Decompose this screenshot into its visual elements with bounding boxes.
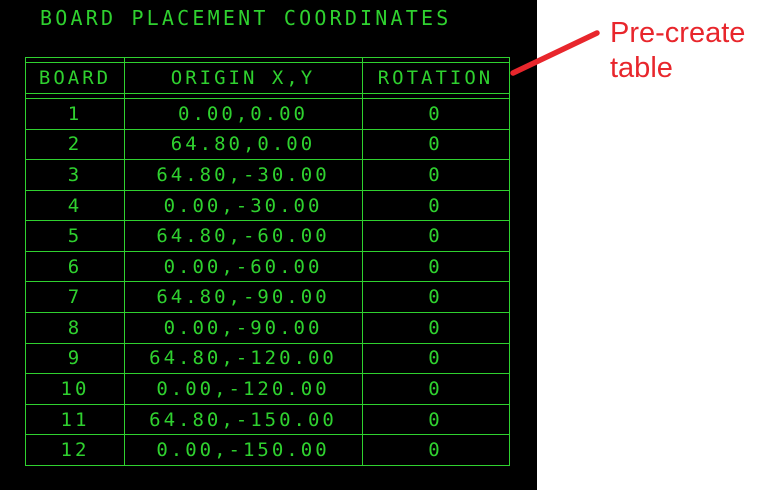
cell-rotation: 0 bbox=[428, 225, 443, 248]
cell-origin: 0.00,-120.00 bbox=[156, 377, 330, 400]
table-row: 6 0.00,-60.00 0 bbox=[26, 252, 509, 283]
cell-rotation: 0 bbox=[428, 163, 443, 186]
cell-board: 4 bbox=[67, 194, 83, 217]
table-row: 4 0.00,-30.00 0 bbox=[26, 191, 509, 222]
cell-rotation: 0 bbox=[428, 255, 443, 278]
header-rotation: ROTATION bbox=[377, 67, 494, 89]
cell-rotation: 0 bbox=[428, 439, 443, 462]
column-divider-1 bbox=[124, 58, 125, 465]
cad-viewport: BOARD PLACEMENT COORDINATES BOARD ORIGIN… bbox=[0, 0, 537, 490]
header-origin-xy: ORIGIN X,Y bbox=[170, 67, 316, 89]
cell-board: 8 bbox=[67, 316, 83, 339]
cell-board: 6 bbox=[67, 255, 83, 278]
cell-origin: 0.00,-90.00 bbox=[163, 316, 323, 339]
table-row: 11 64.80,-150.00 0 bbox=[26, 405, 509, 436]
cell-board: 10 bbox=[60, 377, 90, 400]
cell-board: 5 bbox=[67, 225, 83, 248]
cell-origin: 0.00,-150.00 bbox=[156, 439, 330, 462]
cell-board: 7 bbox=[67, 286, 83, 309]
cell-rotation: 0 bbox=[428, 408, 443, 431]
cell-board: 2 bbox=[67, 133, 83, 156]
cell-board: 12 bbox=[60, 439, 90, 462]
table-header-row: BOARD ORIGIN X,Y ROTATION bbox=[26, 58, 509, 99]
cell-board: 1 bbox=[67, 102, 83, 125]
cell-origin: 0.00,-30.00 bbox=[163, 194, 323, 217]
table-row: 10 0.00,-120.00 0 bbox=[26, 374, 509, 405]
cell-rotation: 0 bbox=[428, 102, 443, 125]
annotation-label: Pre-create table bbox=[610, 16, 745, 86]
table-body: 1 0.00,0.00 0 2 64.80,0.00 0 3 64.80,-30.00 0 4 0.… bbox=[26, 99, 509, 465]
cell-rotation: 0 bbox=[428, 377, 443, 400]
cell-rotation: 0 bbox=[428, 133, 443, 156]
table-row: 3 64.80,-30.00 0 bbox=[26, 160, 509, 191]
cell-rotation: 0 bbox=[428, 194, 443, 217]
cell-rotation: 0 bbox=[428, 286, 443, 309]
cell-board: 3 bbox=[67, 163, 83, 186]
annotation-label-line1: Pre-create bbox=[610, 17, 746, 49]
cell-rotation: 0 bbox=[428, 347, 443, 370]
annotation-label-line2: table bbox=[610, 52, 673, 84]
table-row: 2 64.80,0.00 0 bbox=[26, 130, 509, 161]
table-row: 8 0.00,-90.00 0 bbox=[26, 313, 509, 344]
cell-board: 9 bbox=[67, 347, 83, 370]
table-row: 9 64.80,-120.00 0 bbox=[26, 344, 509, 375]
cell-origin: 64.80,-150.00 bbox=[149, 408, 337, 431]
column-divider-2 bbox=[362, 58, 363, 465]
cell-origin: 64.80,-60.00 bbox=[156, 225, 330, 248]
cell-rotation: 0 bbox=[428, 316, 443, 339]
cell-origin: 64.80,-30.00 bbox=[156, 163, 330, 186]
cell-origin: 64.80,0.00 bbox=[170, 133, 316, 156]
table-row: 7 64.80,-90.00 0 bbox=[26, 282, 509, 314]
table-row: 1 0.00,0.00 0 bbox=[26, 99, 509, 130]
cell-origin: 0.00,0.00 bbox=[178, 102, 308, 125]
cell-origin: 0.00,-60.00 bbox=[163, 255, 323, 278]
cell-origin: 64.80,-120.00 bbox=[149, 347, 337, 370]
table-row: 12 0.00,-150.00 0 bbox=[26, 435, 509, 465]
header-board: BOARD bbox=[38, 67, 112, 89]
cell-origin: 64.80,-90.00 bbox=[156, 286, 330, 309]
table-row: 5 64.80,-60.00 0 bbox=[26, 221, 509, 252]
cell-board: 11 bbox=[60, 408, 90, 431]
table-title: BOARD PLACEMENT COORDINATES bbox=[40, 6, 452, 30]
